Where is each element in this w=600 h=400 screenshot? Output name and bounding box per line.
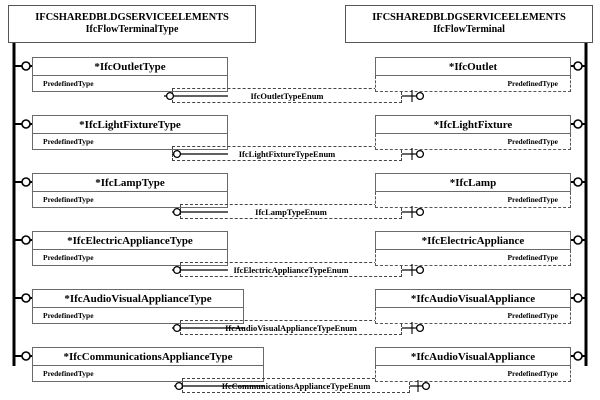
package-right-entity: IfcFlowTerminal xyxy=(433,24,505,36)
type-entity-attribute: PredefinedType xyxy=(32,192,228,208)
enum-label: IfcLightFixtureTypeEnum xyxy=(238,148,336,159)
enum-box[interactable]: IfcLampTypeEnum xyxy=(180,204,402,219)
package-header-right: IFCSHAREDBLDGSERVICEELEMENTS IfcFlowTerm… xyxy=(345,5,593,43)
type-entity-title: *IfcAudioVisualApplianceType xyxy=(32,289,244,308)
occurrence-entity-attribute: PredefinedType xyxy=(375,76,571,92)
left-branch-circles xyxy=(21,61,31,361)
type-entity-box[interactable]: *IfcLampType PredefinedType xyxy=(32,173,228,208)
occurrence-entity-box[interactable]: *IfcLightFixture PredefinedType xyxy=(375,115,571,150)
occurrence-entity-title: *IfcElectricAppliance xyxy=(375,231,571,250)
type-entity-title: *IfcLightFixtureType xyxy=(32,115,228,134)
enum-box[interactable]: IfcElectricApplianceTypeEnum xyxy=(180,262,402,277)
type-entity-title: *IfcElectricApplianceType xyxy=(32,231,228,250)
right-branch-circles xyxy=(573,61,583,361)
type-entity-title: *IfcLampType xyxy=(32,173,228,192)
occurrence-entity-box[interactable]: *IfcAudioVisualAppliance PredefinedType xyxy=(375,347,571,382)
occurrence-entity-box[interactable]: *IfcLamp PredefinedType xyxy=(375,173,571,208)
enum-label: IfcOutletTypeEnum xyxy=(250,90,324,101)
type-entity-attribute: PredefinedType xyxy=(32,250,228,266)
occurrence-entity-box[interactable]: *IfcAudioVisualAppliance PredefinedType xyxy=(375,289,571,324)
enum-box[interactable]: IfcAudioVisualApplianceTypeEnum xyxy=(180,320,402,335)
enum-box[interactable]: IfcLightFixtureTypeEnum xyxy=(172,146,402,161)
occurrence-entity-title: *IfcLightFixture xyxy=(375,115,571,134)
type-entity-box[interactable]: *IfcOutletType PredefinedType xyxy=(32,57,228,92)
enum-label: IfcAudioVisualApplianceTypeEnum xyxy=(225,322,357,333)
package-right-namespace: IFCSHAREDBLDGSERVICEELEMENTS xyxy=(372,12,566,24)
package-left-entity: IfcFlowTerminalType xyxy=(85,24,179,36)
occurrence-entity-attribute: PredefinedType xyxy=(375,134,571,150)
enum-label: IfcCommunicationsApplianceTypeEnum xyxy=(221,380,371,391)
type-entity-box[interactable]: *IfcLightFixtureType PredefinedType xyxy=(32,115,228,150)
type-entity-box[interactable]: *IfcCommunicationsApplianceType Predefin… xyxy=(32,347,264,382)
type-entity-box[interactable]: *IfcElectricApplianceType PredefinedType xyxy=(32,231,228,266)
type-entity-box[interactable]: *IfcAudioVisualApplianceType PredefinedT… xyxy=(32,289,244,324)
type-entity-title: *IfcCommunicationsApplianceType xyxy=(32,347,264,366)
enum-label: IfcElectricApplianceTypeEnum xyxy=(233,264,349,275)
occurrence-entity-title: *IfcOutlet xyxy=(375,57,571,76)
occurrence-entity-title: *IfcLamp xyxy=(375,173,571,192)
right-branch-connectors xyxy=(571,65,586,357)
left-branch-connectors xyxy=(14,65,32,357)
occurrence-entity-attribute: PredefinedType xyxy=(375,366,571,382)
enum-box[interactable]: IfcOutletTypeEnum xyxy=(172,88,402,103)
type-entity-title: *IfcOutletType xyxy=(32,57,228,76)
enum-label: IfcLampTypeEnum xyxy=(255,206,327,217)
occurrence-entity-attribute: PredefinedType xyxy=(375,250,571,266)
occurrence-entity-box[interactable]: *IfcElectricAppliance PredefinedType xyxy=(375,231,571,266)
occurrence-entity-title: *IfcAudioVisualAppliance xyxy=(375,347,571,366)
occurrence-entity-attribute: PredefinedType xyxy=(375,308,571,324)
package-header-left: IFCSHAREDBLDGSERVICEELEMENTS IfcFlowTerm… xyxy=(8,5,256,43)
occurrence-entity-title: *IfcAudioVisualAppliance xyxy=(375,289,571,308)
occurrence-entity-box[interactable]: *IfcOutlet PredefinedType xyxy=(375,57,571,92)
occurrence-entity-attribute: PredefinedType xyxy=(375,192,571,208)
package-left-namespace: IFCSHAREDBLDGSERVICEELEMENTS xyxy=(35,12,229,24)
